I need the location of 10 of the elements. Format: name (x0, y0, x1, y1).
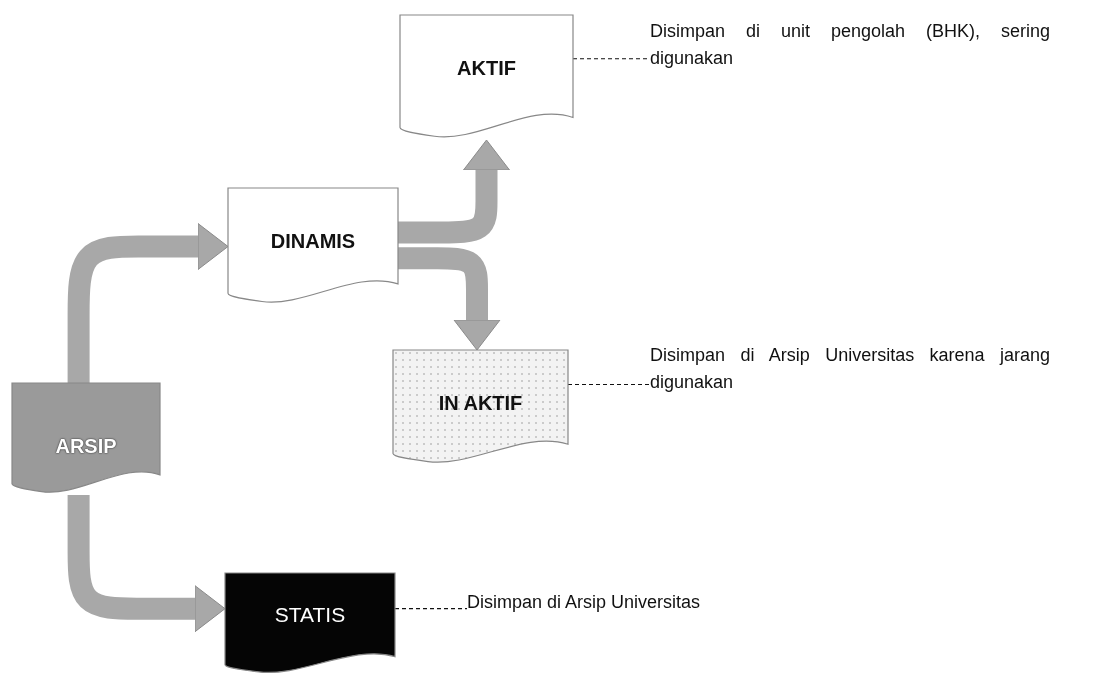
node-label: AKTIF (456, 57, 517, 80)
description-text: Disimpan di unit pengolah (BHK), sering digunakan (650, 20, 1050, 70)
block-arrow (67, 493, 226, 633)
node-label: STATIS (273, 603, 347, 627)
node-label: IN AKTIF (437, 392, 524, 415)
description-text: Disimpan di Arsip Universitas (467, 591, 702, 614)
node-label: ARSIP (54, 435, 118, 458)
block-arrow (67, 223, 229, 383)
description-text: Disimpan di Arsip Universitas karena jarang digunakan (650, 344, 1050, 394)
node-label: DINAMIS (269, 230, 357, 253)
